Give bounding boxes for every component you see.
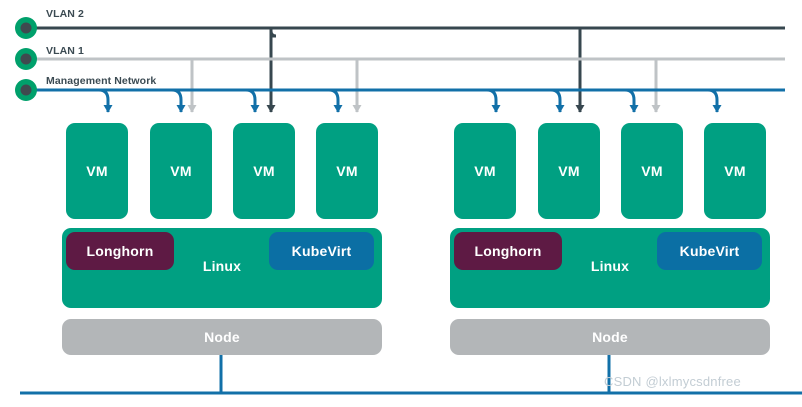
vm-box[interactable]: VM: [454, 123, 516, 219]
vm-box[interactable]: VM: [316, 123, 378, 219]
vm-box[interactable]: VM: [538, 123, 600, 219]
vm-box[interactable]: VM: [704, 123, 766, 219]
endpoint-marker-management: [15, 79, 37, 101]
kubevirt-badge[interactable]: KubeVirt: [269, 232, 374, 270]
mgmt-drop-left-4: [328, 88, 343, 113]
kubevirt-badge[interactable]: KubeVirt: [657, 232, 762, 270]
endpoint-marker-vlan2: [15, 17, 37, 39]
vm-box[interactable]: VM: [233, 123, 295, 219]
node-box[interactable]: Node: [450, 319, 770, 355]
mgmt-drop-right-3: [624, 88, 639, 113]
vm-box[interactable]: VM: [621, 123, 683, 219]
vlan2-branch-left: [270, 28, 276, 112]
vm-box[interactable]: VM: [66, 123, 128, 219]
node-box[interactable]: Node: [62, 319, 382, 355]
mgmt-drop-right-4: [707, 88, 722, 113]
network-label-vlan1: VLAN 1: [46, 45, 84, 57]
mgmt-drop-right-2: [550, 88, 565, 113]
mgmt-drop-left-1: [98, 88, 113, 113]
linux-layer-label: Linux: [202, 258, 242, 274]
vm-box[interactable]: VM: [150, 123, 212, 219]
watermark-text: CSDN @lxlmycsdnfree: [604, 374, 741, 389]
network-label-management: Management Network: [46, 75, 157, 87]
linux-layer-label: Linux: [590, 258, 630, 274]
longhorn-badge[interactable]: Longhorn: [454, 232, 562, 270]
mgmt-drop-right-1: [486, 88, 501, 113]
longhorn-badge[interactable]: Longhorn: [66, 232, 174, 270]
mgmt-drop-left-3: [245, 88, 260, 113]
network-label-vlan2: VLAN 2: [46, 8, 84, 20]
endpoint-marker-vlan1: [15, 48, 37, 70]
mgmt-drop-left-2: [171, 88, 186, 113]
